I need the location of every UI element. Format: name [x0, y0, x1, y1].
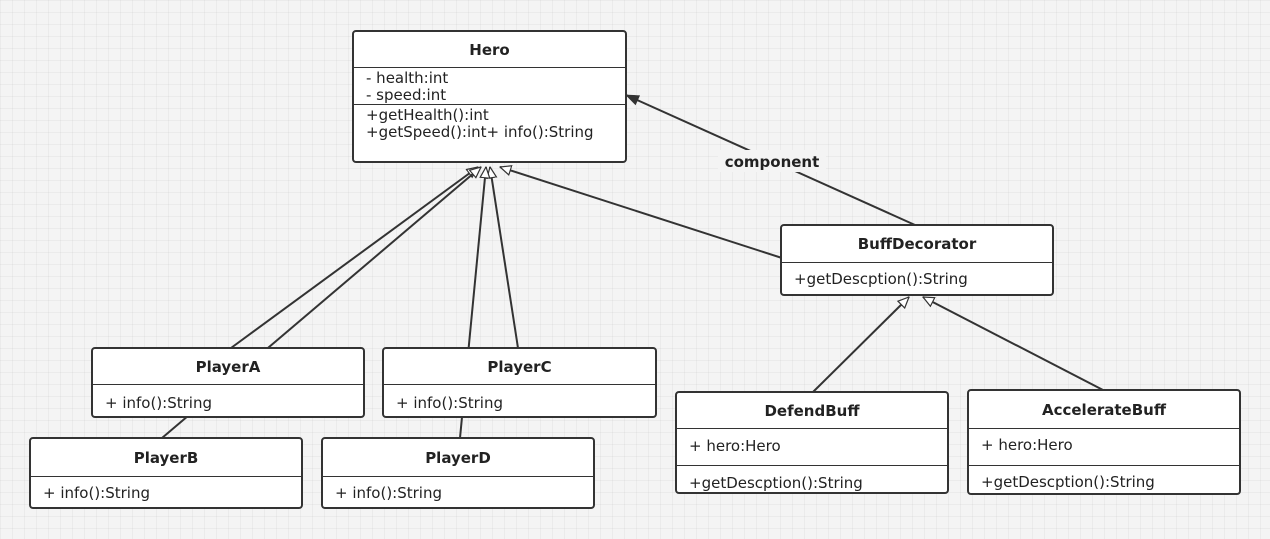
class-name: AccelerateBuff [969, 391, 1239, 429]
class-playerB[interactable]: PlayerB + info():String [29, 437, 303, 509]
operation: +getHealth():int [366, 106, 489, 124]
class-playerC[interactable]: PlayerC + info():String [382, 347, 657, 418]
operation: + info():String [43, 484, 150, 502]
attribute: + hero:Hero [981, 436, 1073, 454]
operations-section: +getHealth():int +getSpeed():int+ info()… [354, 104, 625, 141]
operation: +getDescption():String [794, 270, 968, 288]
class-name: PlayerC [384, 349, 655, 385]
class-buffdecorator[interactable]: BuffDecorator +getDescption():String [780, 224, 1054, 296]
attributes-section: - health:int - speed:int [354, 68, 625, 104]
generalization-playerA-hero [230, 167, 478, 349]
class-name: PlayerB [31, 439, 301, 477]
operations-section: + info():String [31, 477, 301, 502]
operation: +getDescption():String [981, 473, 1155, 491]
operations-section: + info():String [93, 385, 363, 412]
generalization-buffdecorator-hero [500, 167, 783, 259]
class-name: BuffDecorator [782, 226, 1052, 263]
operation: + info():String [396, 394, 503, 412]
class-acceleratebuff[interactable]: AccelerateBuff + hero:Hero +getDescption… [967, 389, 1241, 495]
generalization-playerC-hero [490, 167, 519, 349]
operation: + info():String [335, 484, 442, 502]
attribute: - speed:int [366, 86, 447, 104]
class-name: DefendBuff [677, 393, 947, 429]
class-playerA[interactable]: PlayerA + info():String [91, 347, 365, 418]
component-label: component [725, 153, 820, 171]
operations-section: +getDescption():String [782, 263, 1052, 288]
attributes-section: + hero:Hero [677, 429, 947, 465]
class-defendbuff[interactable]: DefendBuff + hero:Hero +getDescption():S… [675, 391, 949, 494]
operations-section: +getDescption():String [677, 465, 947, 492]
operations-section: +getDescption():String [969, 465, 1239, 491]
class-name: PlayerD [323, 439, 593, 477]
component-label-bg [718, 150, 826, 172]
attribute: - health:int [366, 69, 449, 87]
class-playerD[interactable]: PlayerD + info():String [321, 437, 595, 509]
class-hero[interactable]: Hero - health:int - speed:int +getHealth… [352, 30, 627, 163]
operation: +getDescption():String [689, 474, 863, 492]
class-name: Hero [354, 32, 625, 68]
operations-section: + info():String [323, 477, 593, 502]
generalization-defendbuff-buffdecorator [812, 297, 909, 393]
operation: +getSpeed():int+ info():String [366, 123, 594, 141]
attribute: + hero:Hero [689, 437, 781, 455]
class-name: PlayerA [93, 349, 363, 385]
generalization-acceleratebuff-buffdecorator [923, 296, 1104, 391]
attributes-section: + hero:Hero [969, 429, 1239, 465]
operations-section: + info():String [384, 385, 655, 412]
operation: + info():String [105, 394, 212, 412]
